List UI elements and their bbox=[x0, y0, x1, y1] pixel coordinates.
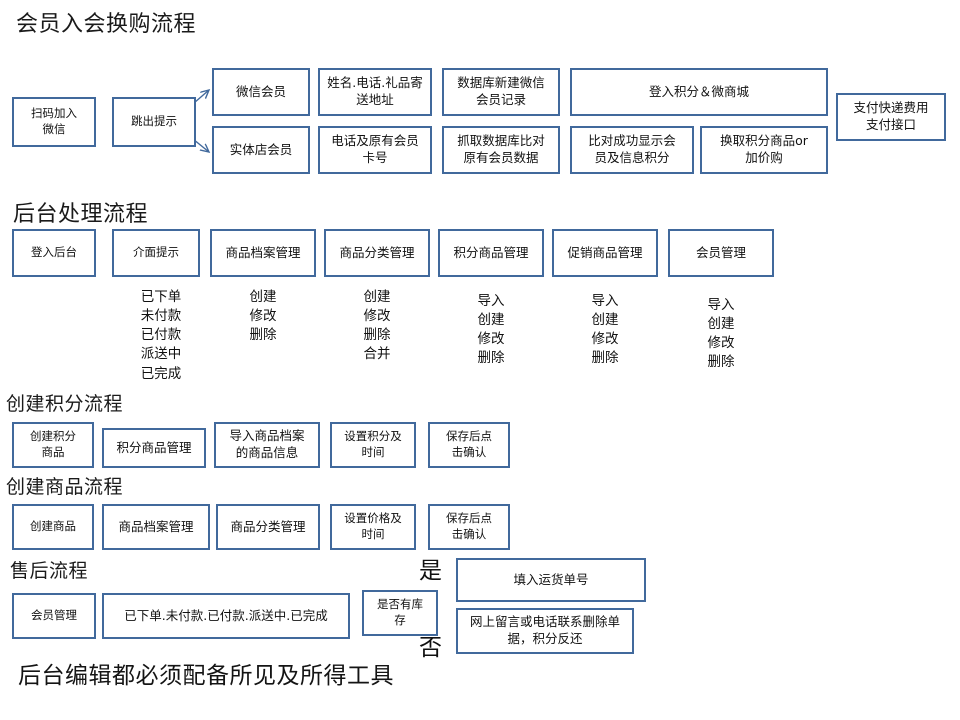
node-ui-prompt[interactable]: 介面提示 bbox=[112, 229, 200, 277]
node-label: 电话及原有会员 卡号 bbox=[331, 133, 419, 165]
node-product-archive-mgmt-2[interactable]: 商品档案管理 bbox=[102, 504, 210, 550]
node-db-create-wechat-record[interactable]: 数据库新建微信 会员记录 bbox=[442, 68, 560, 116]
node-label: 促销商品管理 bbox=[567, 244, 643, 260]
node-label: 填入运货单号 bbox=[513, 571, 589, 587]
node-label: 数据库新建微信 会员记录 bbox=[457, 75, 545, 107]
section-title-create-points-flow: 创建积分流程 bbox=[6, 393, 124, 415]
node-label: 支付快递费用 支付接口 bbox=[853, 100, 929, 132]
node-set-points-and-time[interactable]: 设置积分及 时间 bbox=[330, 422, 416, 468]
node-label: 创建商品 bbox=[30, 519, 76, 534]
node-label: 积分商品管理 bbox=[116, 439, 192, 455]
sublist-sublist-archive-actions: 创建 修改 删除 bbox=[249, 289, 277, 344]
node-label: 比对成功显示会 员及信息积分 bbox=[588, 133, 676, 165]
node-phone-and-old-card-no[interactable]: 电话及原有会员 卡号 bbox=[318, 126, 432, 174]
node-product-category-mgmt[interactable]: 商品分类管理 bbox=[324, 229, 430, 277]
node-label: 设置积分及 时间 bbox=[344, 429, 402, 459]
branch-label-yes: 是 bbox=[419, 558, 442, 584]
node-wechat-member[interactable]: 微信会员 bbox=[212, 68, 310, 116]
node-label: 扫码加入 微信 bbox=[31, 106, 77, 136]
node-label: 登入后台 bbox=[31, 245, 77, 260]
sublist-sublist-promo-actions: 导入 创建 修改 删除 bbox=[591, 293, 619, 367]
node-label: 创建积分 商品 bbox=[30, 429, 76, 459]
node-label: 会员管理 bbox=[31, 608, 77, 623]
node-create-points-product[interactable]: 创建积分 商品 bbox=[12, 422, 94, 468]
node-name-phone-gift-address[interactable]: 姓名.电话.礼品寄 送地址 bbox=[318, 68, 432, 116]
node-points-product-mgmt[interactable]: 积分商品管理 bbox=[438, 229, 544, 277]
node-product-archive-mgmt[interactable]: 商品档案管理 bbox=[210, 229, 316, 277]
section-title-create-product-flow: 创建商品流程 bbox=[6, 476, 124, 498]
footer-note: 后台编辑都必须配备所见及所得工具 bbox=[18, 663, 394, 689]
node-label: 登入积分＆微商城 bbox=[648, 83, 749, 99]
node-promo-product-mgmt[interactable]: 促销商品管理 bbox=[552, 229, 658, 277]
node-create-product[interactable]: 创建商品 bbox=[12, 504, 94, 550]
branch-label-no: 否 bbox=[419, 635, 442, 661]
section-title-membership-join-exchange: 会员入会换购流程 bbox=[16, 12, 197, 37]
node-label: 微信会员 bbox=[235, 83, 286, 99]
node-redeem-points-or-addon[interactable]: 换取积分商品or 加价购 bbox=[700, 126, 828, 174]
node-member-mgmt-2[interactable]: 会员管理 bbox=[12, 593, 96, 639]
node-login-backend[interactable]: 登入后台 bbox=[12, 229, 96, 277]
node-popup-prompt[interactable]: 跳出提示 bbox=[112, 97, 196, 147]
node-label: 保存后点 击确认 bbox=[446, 511, 492, 541]
sublist-sublist-member-actions: 导入 创建 修改 删除 bbox=[707, 297, 735, 371]
node-label: 是否有库 存 bbox=[377, 597, 423, 627]
node-label: 商品分类管理 bbox=[339, 244, 415, 260]
node-import-archive-info[interactable]: 导入商品档案 的商品信息 bbox=[214, 422, 320, 468]
node-label: 跳出提示 bbox=[131, 114, 177, 129]
node-label: 抓取数据库比对 原有会员数据 bbox=[457, 133, 545, 165]
node-label: 会员管理 bbox=[695, 244, 746, 260]
node-label: 换取积分商品or 加价购 bbox=[720, 133, 808, 165]
node-order-status-list[interactable]: 已下单.未付款.已付款.派送中.已完成 bbox=[102, 593, 350, 639]
node-fetch-db-compare-member[interactable]: 抓取数据库比对 原有会员数据 bbox=[442, 126, 560, 174]
node-set-price-and-time[interactable]: 设置价格及 时间 bbox=[330, 504, 416, 550]
node-label: 导入商品档案 的商品信息 bbox=[229, 428, 305, 460]
node-label: 商品档案管理 bbox=[225, 244, 301, 260]
node-product-category-mgmt-2[interactable]: 商品分类管理 bbox=[216, 504, 320, 550]
node-login-points-mall[interactable]: 登入积分＆微商城 bbox=[570, 68, 828, 116]
node-scan-join-wechat[interactable]: 扫码加入 微信 bbox=[12, 97, 96, 147]
node-label: 实体店会员 bbox=[229, 141, 293, 157]
node-label: 网上留言或电话联系删除单 据，积分反还 bbox=[469, 614, 620, 646]
sublist-sublist-order-statuses: 已下单 未付款 已付款 派送中 已完成 bbox=[140, 289, 182, 382]
node-physical-store-member[interactable]: 实体店会员 bbox=[212, 126, 310, 174]
node-member-mgmt[interactable]: 会员管理 bbox=[668, 229, 774, 277]
node-compare-success-show[interactable]: 比对成功显示会 员及信息积分 bbox=[570, 126, 694, 174]
node-label: 商品分类管理 bbox=[230, 518, 306, 534]
node-label: 已下单.未付款.已付款.派送中.已完成 bbox=[124, 607, 328, 623]
node-label: 设置价格及 时间 bbox=[344, 511, 402, 541]
node-pay-shipping-interface[interactable]: 支付快递费用 支付接口 bbox=[836, 93, 946, 141]
node-save-then-confirm-1[interactable]: 保存后点 击确认 bbox=[428, 422, 510, 468]
node-label: 姓名.电话.礼品寄 送地址 bbox=[327, 75, 423, 107]
node-label: 保存后点 击确认 bbox=[446, 429, 492, 459]
sublist-sublist-points-actions: 导入 创建 修改 删除 bbox=[477, 293, 505, 367]
node-points-product-mgmt-2[interactable]: 积分商品管理 bbox=[102, 428, 206, 468]
node-has-stock-decision[interactable]: 是否有库 存 bbox=[362, 590, 438, 636]
section-title-after-sales-flow: 售后流程 bbox=[10, 560, 89, 582]
node-label: 积分商品管理 bbox=[453, 244, 529, 260]
node-fill-tracking-number[interactable]: 填入运货单号 bbox=[456, 558, 646, 602]
node-label: 商品档案管理 bbox=[118, 518, 194, 534]
section-title-backend-process: 后台处理流程 bbox=[13, 202, 149, 227]
node-save-then-confirm-2[interactable]: 保存后点 击确认 bbox=[428, 504, 510, 550]
sublist-sublist-category-actions: 创建 修改 删除 合并 bbox=[363, 289, 391, 363]
node-label: 介面提示 bbox=[133, 245, 179, 260]
node-delete-order-refund[interactable]: 网上留言或电话联系删除单 据，积分反还 bbox=[456, 608, 634, 654]
